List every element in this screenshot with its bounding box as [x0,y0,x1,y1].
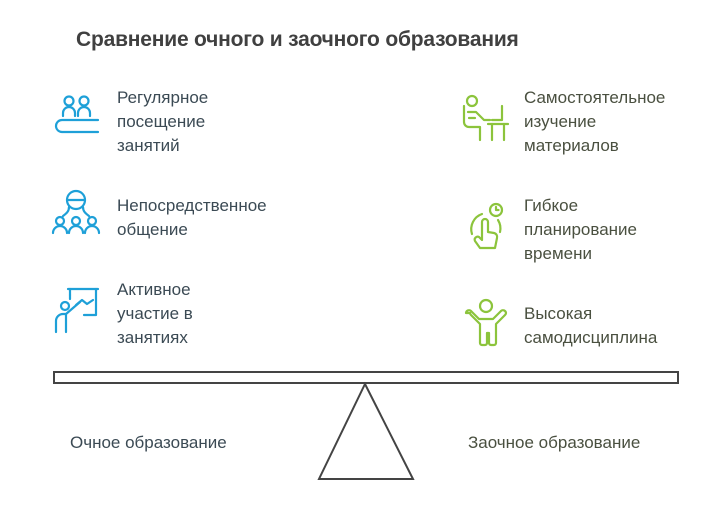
person-at-desk-icon [458,92,510,144]
distance-education-label: Заочное образование [468,433,641,452]
page-title: Сравнение очного и заочного образования [76,28,519,51]
right-item-label: Самостоятельное изучение материалов [524,88,666,155]
scale-fulcrum [317,381,415,480]
left-item-label: Регулярное посещение занятий [117,88,209,155]
in-person-education-label: Очное образование [70,433,227,452]
hand-clock-icon [462,200,514,252]
scale-beam [53,371,679,384]
people-at-table-icon [50,92,102,144]
left-item-label: Активное участие в занятиях [117,280,193,347]
child-arms-up-icon [460,297,512,349]
right-item-label: Гибкое планирование времени [524,196,638,263]
right-item-label: Высокая самодисциплина [524,304,658,347]
presenter-board-icon [50,285,102,337]
group-communication-icon [50,188,102,240]
left-item-label: Непосредственное общение [117,196,267,239]
